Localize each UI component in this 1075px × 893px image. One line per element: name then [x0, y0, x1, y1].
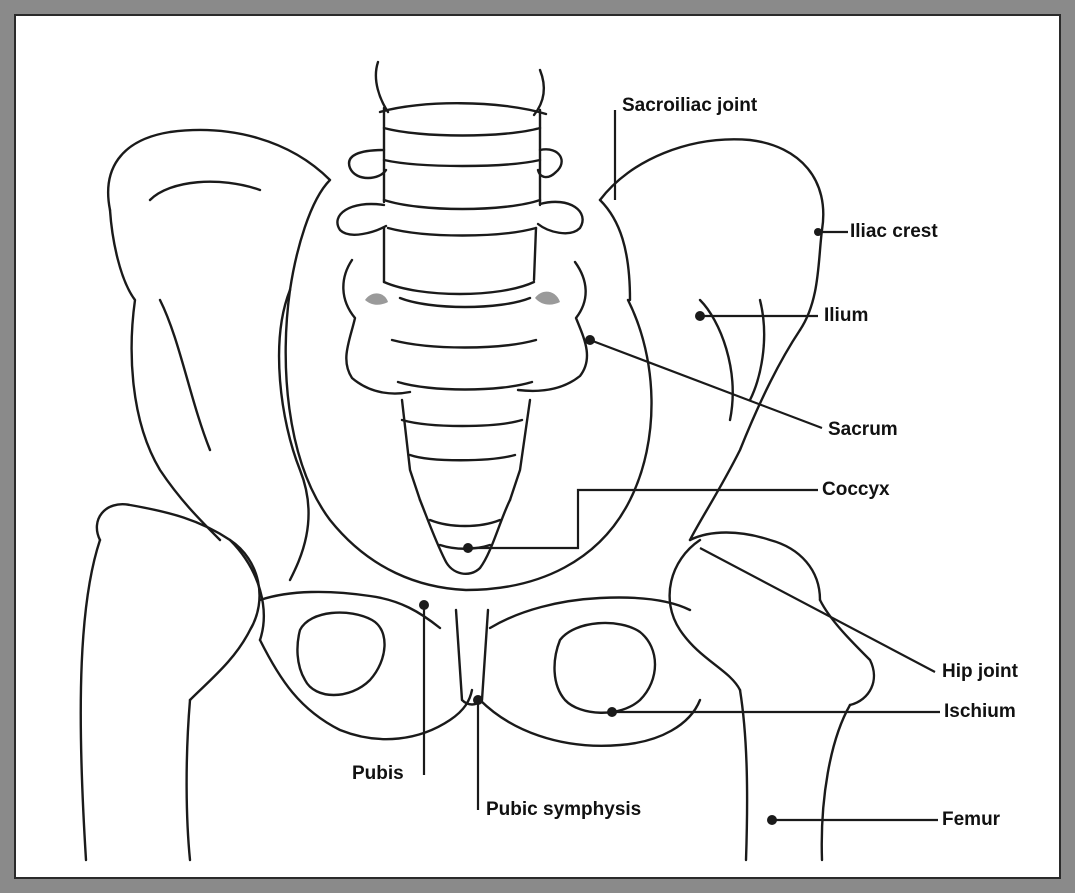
leader-lines	[424, 110, 940, 820]
leader-sacrum	[590, 340, 822, 428]
right-femur	[670, 533, 874, 861]
left-femur	[81, 504, 264, 860]
right-pubis-ischium	[480, 598, 700, 746]
label-iliac-crest: Iliac crest	[850, 222, 938, 241]
leader-dots	[419, 228, 822, 825]
label-sacroiliac-joint: Sacroiliac joint	[622, 96, 757, 115]
sacrum-bone	[343, 260, 587, 574]
label-sacrum: Sacrum	[828, 420, 898, 439]
right-ilium	[600, 139, 823, 540]
label-ischium: Ischium	[944, 702, 1016, 721]
lumbar-spine	[337, 62, 582, 294]
left-pubis-ischium	[260, 592, 472, 739]
leader-hip-joint	[700, 548, 935, 672]
label-femur: Femur	[942, 810, 1000, 829]
label-pubis: Pubis	[352, 764, 404, 783]
label-ilium: Ilium	[824, 306, 868, 325]
label-hip-joint: Hip joint	[942, 662, 1018, 681]
label-coccyx: Coccyx	[822, 480, 890, 499]
label-pubic-symphysis: Pubic symphysis	[486, 800, 641, 819]
left-ilium	[108, 130, 330, 580]
